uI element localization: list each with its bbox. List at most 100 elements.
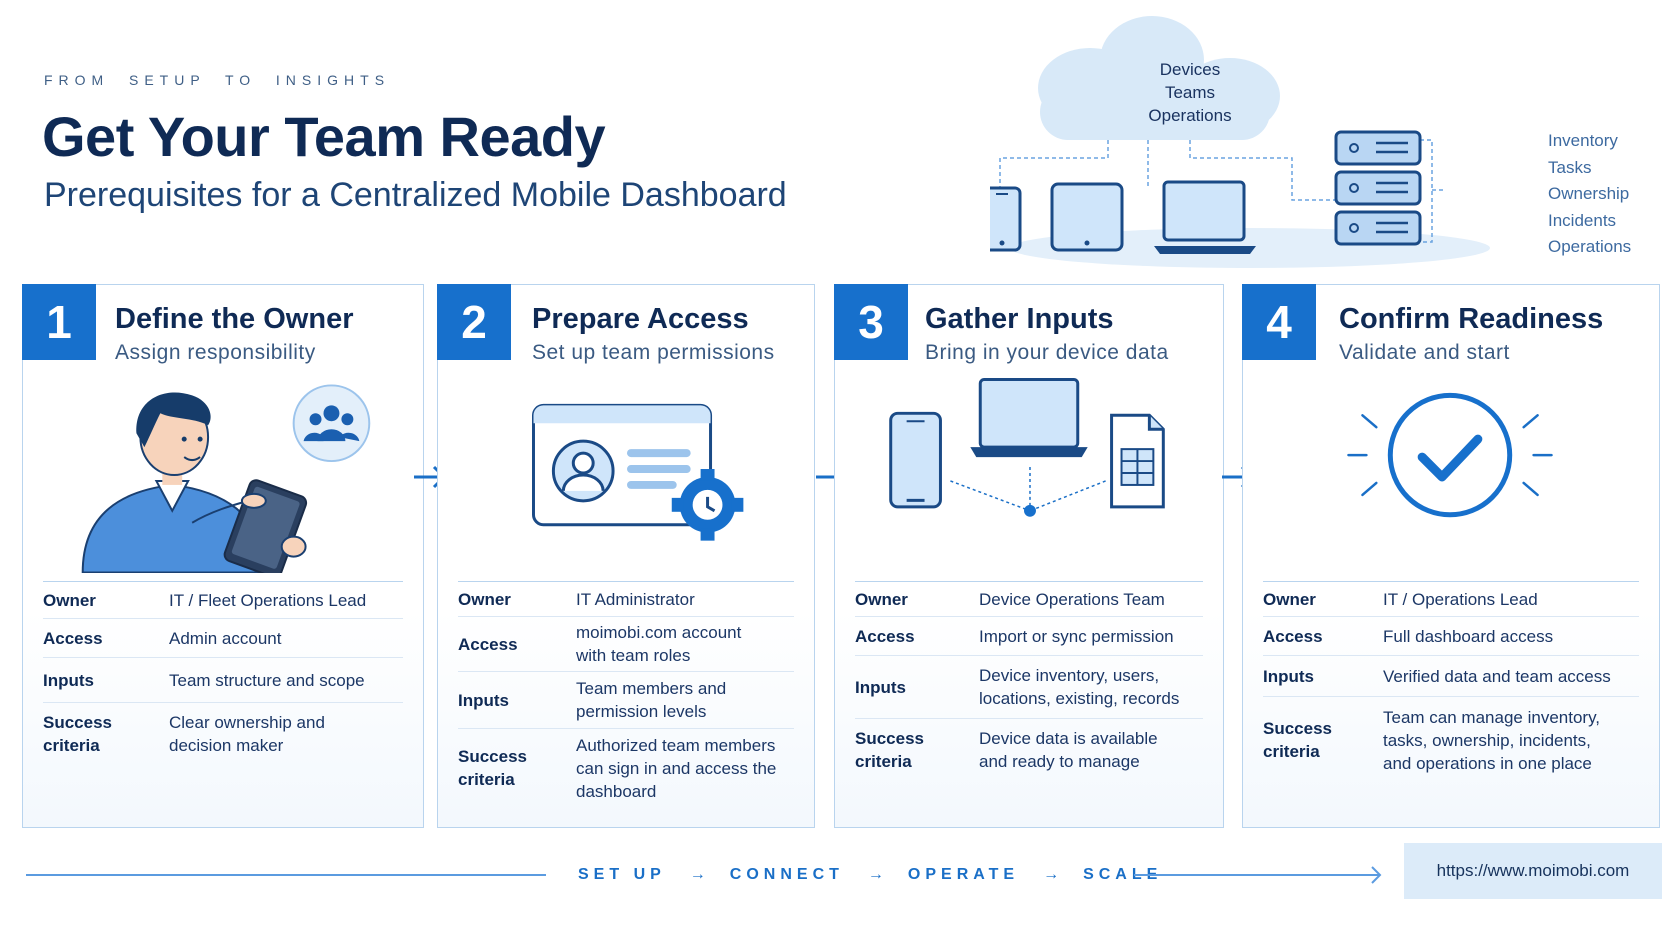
detail-value: IT / Fleet Operations Lead: [169, 590, 367, 610]
detail-row: Success criteria Device data is availabl…: [855, 719, 1203, 781]
detail-value: Team structure and scope: [169, 670, 365, 690]
detail-label: Owner: [43, 590, 96, 610]
detail-value: IT Administrator: [576, 589, 695, 609]
server-label: Operations: [1548, 237, 1632, 256]
detail-row: Owner IT / Operations Lead: [1263, 582, 1639, 617]
step-details: Owner IT Administrator Access moimobi.co…: [458, 581, 794, 807]
detail-label: Success criteria: [458, 747, 527, 789]
server-labels: Inventory Tasks Ownership Incidents Oper…: [1548, 128, 1631, 261]
detail-value: Team members and permission levels: [576, 679, 727, 721]
step-subtitle: Bring in your device data: [925, 341, 1169, 364]
check-circle-icon: [1347, 392, 1553, 518]
spreadsheet-icon: [1110, 413, 1165, 509]
laptop-icon: [1154, 180, 1256, 254]
footer-step: CONNECT: [729, 866, 844, 883]
detail-value: IT / Operations Lead: [1383, 589, 1538, 609]
detail-row: Inputs Verified data and team access: [1263, 656, 1639, 697]
detail-row: Owner Device Operations Team: [855, 582, 1203, 617]
detail-label: Inputs: [458, 690, 509, 710]
cloud-label: Operations: [1148, 106, 1232, 125]
phone-icon: [889, 411, 942, 509]
arrow-right-icon: →: [689, 866, 706, 883]
step-number: 2: [437, 284, 511, 360]
page-title: Get Your Team Ready: [42, 105, 606, 168]
cloud-label: Devices: [1159, 60, 1221, 79]
footer-steps: SET UP → CONNECT → OPERATE → SCALE: [578, 866, 1186, 884]
cloud-labels: Devices Teams Operations: [1090, 58, 1290, 127]
detail-row: Access Admin account: [43, 619, 403, 658]
detail-value: Verified data and team access: [1383, 666, 1611, 686]
step-card-1: 1 Define the Owner Assign responsibility…: [22, 284, 424, 828]
detail-value: Authorized team members can sign in and …: [576, 735, 777, 801]
detail-label: Success criteria: [1263, 719, 1332, 761]
detail-label: Access: [458, 634, 518, 654]
tablet-icon: [1050, 182, 1124, 252]
detail-value: Team can manage inventory, tasks, owners…: [1383, 707, 1601, 773]
detail-row: Inputs Team members and permission level…: [458, 672, 794, 729]
step-number: 1: [22, 284, 96, 360]
step-card-2: 2 Prepare Access Set up team permissions…: [437, 284, 815, 828]
step-card-3: 3 Gather Inputs Bring in your device dat…: [834, 284, 1224, 828]
detail-row: Access Import or sync permission: [855, 617, 1203, 656]
gear-icon: [671, 469, 744, 541]
arrow-right-icon: [1360, 866, 1382, 884]
step-subtitle: Set up team permissions: [532, 341, 775, 364]
detail-value: Full dashboard access: [1383, 626, 1554, 646]
detail-label: Inputs: [1263, 666, 1314, 686]
footer-step: SCALE: [1083, 866, 1163, 883]
detail-row: Success criteria Authorized team members…: [458, 729, 794, 807]
step-subtitle: Assign responsibility: [115, 341, 316, 364]
laptop-icon: [970, 377, 1088, 458]
step-card-4: 4 Confirm Readiness Validate and start O…: [1242, 284, 1660, 828]
detail-row: Owner IT Administrator: [458, 582, 794, 617]
detail-value: Import or sync permission: [979, 626, 1174, 646]
detail-label: Inputs: [43, 670, 94, 690]
phone-icon: [990, 186, 1022, 252]
cloud-label: Teams: [1164, 83, 1216, 102]
step-details: Owner IT / Fleet Operations Lead Access …: [43, 581, 403, 765]
person-with-tablet-icon: [81, 384, 371, 573]
eyebrow-text: FROM SETUP TO INSIGHTS: [44, 72, 391, 88]
cloud-devices-illustration: [990, 16, 1490, 268]
server-label: Inventory: [1548, 131, 1618, 150]
server-label: Tasks: [1548, 157, 1592, 177]
server-stack-icon: [1334, 130, 1422, 246]
detail-row: Inputs Team structure and scope: [43, 658, 403, 703]
detail-label: Inputs: [855, 677, 906, 697]
step-number: 3: [834, 284, 908, 360]
footer-step: OPERATE: [907, 866, 1020, 883]
website-link[interactable]: https://www.moimobi.com: [1404, 843, 1662, 899]
step-details: Owner Device Operations Team Access Impo…: [855, 581, 1203, 781]
step-title: Confirm Readiness: [1339, 303, 1604, 335]
detail-value: Device inventory, users, locations, exis…: [979, 666, 1180, 708]
detail-row: Success criteria Team can manage invento…: [1263, 697, 1639, 783]
detail-label: Access: [43, 628, 103, 648]
detail-value: Clear ownership and decision maker: [169, 713, 325, 755]
footer-line: [26, 874, 546, 876]
step-details: Owner IT / Operations Lead Access Full d…: [1263, 581, 1639, 783]
step-title: Define the Owner: [115, 303, 354, 335]
step-subtitle: Validate and start: [1339, 341, 1510, 364]
detail-value: Admin account: [169, 628, 282, 648]
page-subtitle: Prerequisites for a Centralized Mobile D…: [44, 176, 787, 214]
detail-value: Device data is available and ready to ma…: [979, 729, 1158, 771]
detail-label: Owner: [1263, 589, 1316, 609]
cloud-icon: [1038, 16, 1280, 140]
detail-value: Device Operations Team: [979, 589, 1165, 609]
detail-label: Access: [1263, 626, 1323, 646]
footer-line: [1134, 874, 1374, 876]
step-number: 4: [1242, 284, 1316, 360]
footer-step: SET UP: [578, 866, 666, 883]
detail-row: Access Full dashboard access: [1263, 617, 1639, 656]
step-title: Gather Inputs: [925, 303, 1114, 335]
detail-row: Inputs Device inventory, users, location…: [855, 656, 1203, 719]
detail-row: Owner IT / Fleet Operations Lead: [43, 582, 403, 619]
user-card-settings-icon: [531, 403, 744, 541]
detail-label: Owner: [855, 589, 908, 609]
server-label: Incidents: [1548, 210, 1617, 230]
arrow-right-icon: →: [867, 866, 884, 883]
arrow-right-icon: →: [1043, 866, 1060, 883]
detail-row: Access moimobi.com account with team rol…: [458, 617, 794, 672]
detail-label: Access: [855, 626, 915, 646]
detail-label: Success criteria: [855, 729, 924, 771]
